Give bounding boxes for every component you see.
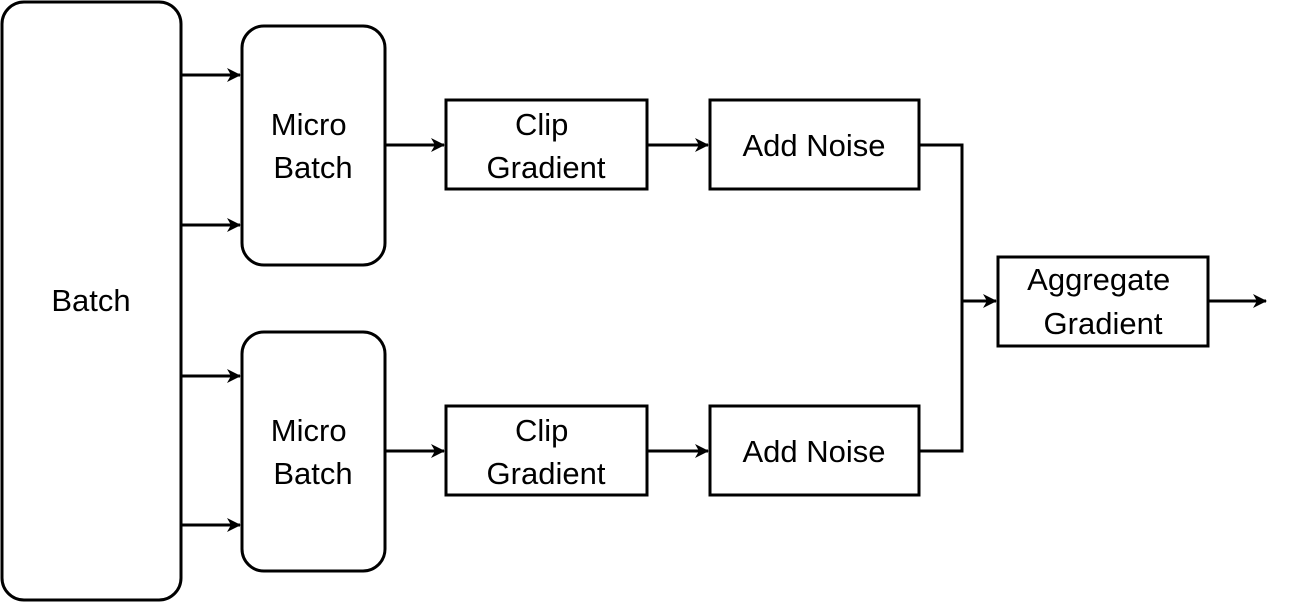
micro-batch-top-label: Micro Batch xyxy=(271,107,355,185)
clip-gradient-bottom-box xyxy=(444,404,649,497)
add-noise-top-label: Add Noise xyxy=(742,128,885,163)
clip-gradient-top-box xyxy=(444,98,649,191)
connector-add-noise-bottom-to-junction xyxy=(919,301,964,453)
micro-batch-top-box xyxy=(240,24,387,267)
add-noise-bottom-box xyxy=(708,404,921,497)
micro-batch-bottom-label: Micro Batch xyxy=(271,413,355,491)
aggregate-gradient-label: Aggregate Gradient xyxy=(1027,262,1179,341)
clip-gradient-top-label: Clip Gradient xyxy=(487,107,606,185)
batch-box xyxy=(0,0,183,602)
add-noise-bottom-label: Add Noise xyxy=(742,434,885,469)
aggregate-gradient-box xyxy=(996,255,1210,348)
add-noise-top-box xyxy=(708,98,921,191)
micro-batch-bottom-box xyxy=(240,330,387,573)
clip-gradient-bottom-label: Clip Gradient xyxy=(487,413,606,491)
connectors xyxy=(181,68,1267,532)
batch-label: Batch xyxy=(51,283,130,318)
connector-add-noise-top-to-junction xyxy=(919,143,964,301)
